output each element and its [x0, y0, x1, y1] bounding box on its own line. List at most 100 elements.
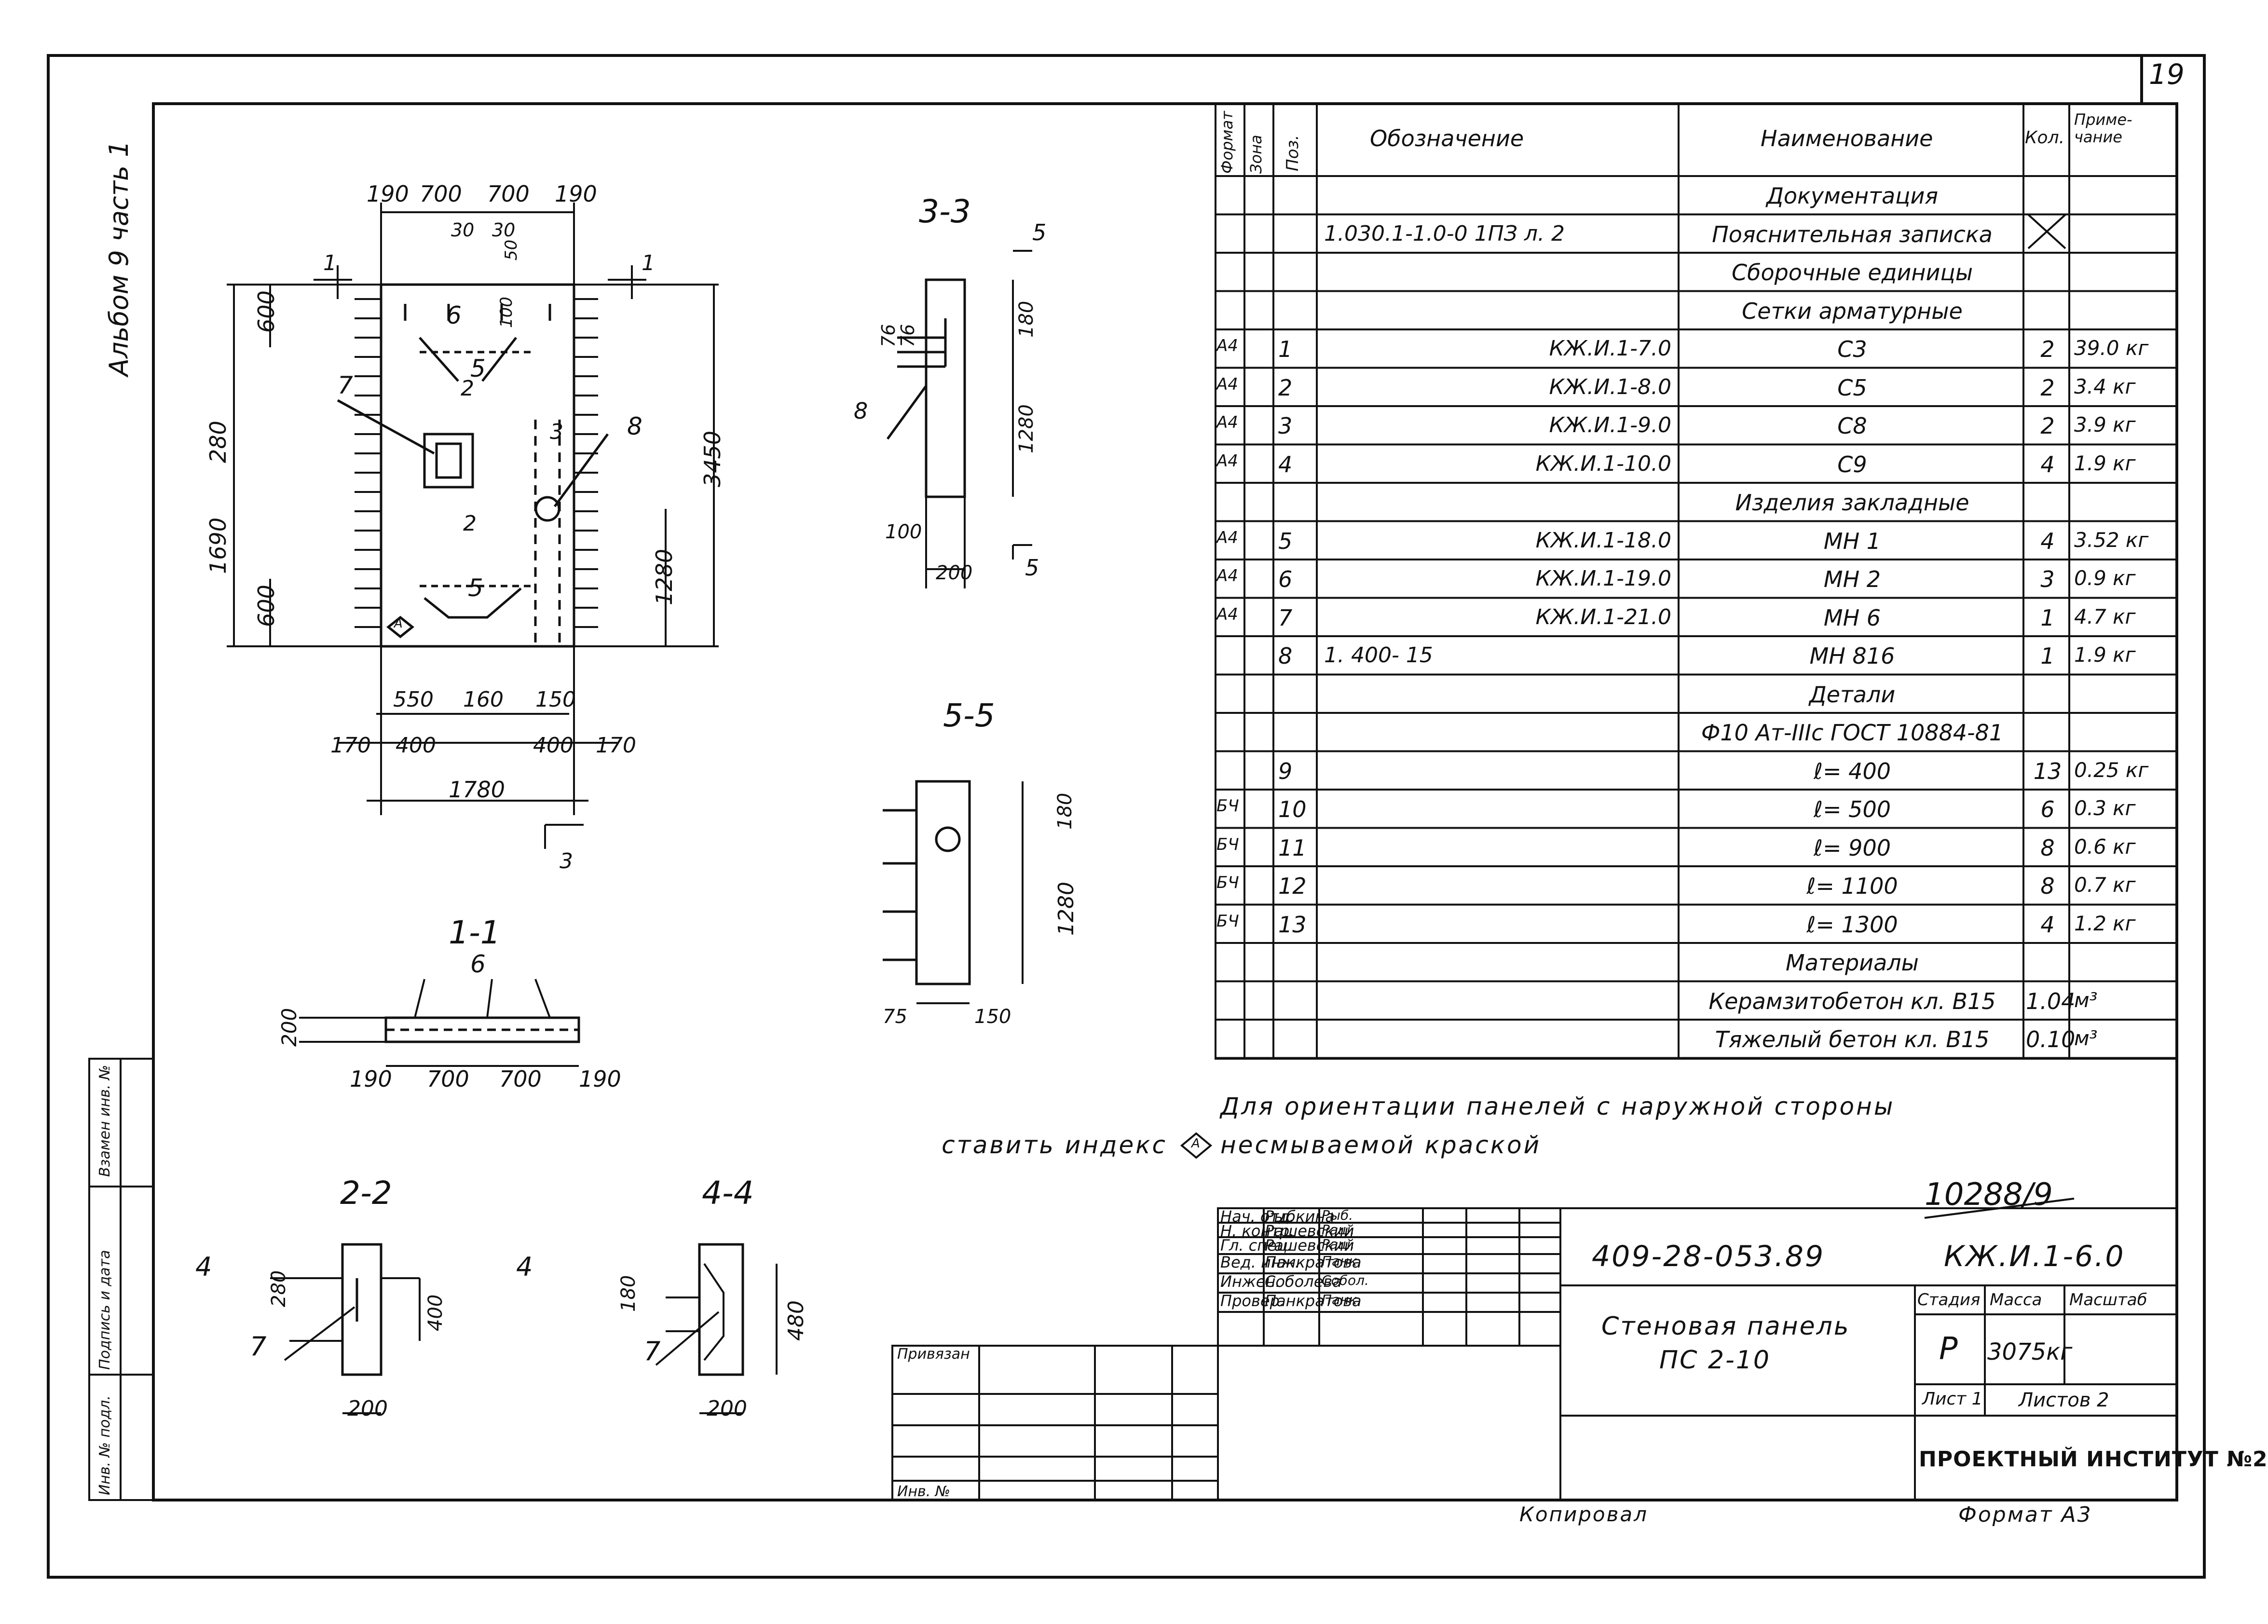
spec-cell-name: Тяжелый бетон кл. В15 [1715, 1026, 1990, 1052]
spec-cell-pos: 5 [1278, 528, 1293, 554]
spec-cell-name: С5 [1837, 374, 1867, 401]
spec-cell-designation: КЖ.И.1-10.0 [1535, 451, 1671, 476]
signature-sign: Раш. [1322, 1236, 1355, 1252]
spec-header-designation: Обозначение [1370, 125, 1524, 151]
spec-cell-designation: КЖ.И.1-7.0 [1549, 336, 1671, 361]
section-1-1-title: 1-1 [449, 914, 501, 951]
spec-cell-note: 0.9 кг [2074, 566, 2136, 590]
spec-cell-qty: 8 [2040, 834, 2055, 861]
spec-cell-name: С9 [1837, 451, 1867, 478]
s33-dim-1280: 1280 [1015, 404, 1038, 453]
section-1-1 [299, 979, 580, 1067]
dim-bottom-170-right: 170 [596, 733, 636, 758]
spec-cell-name: Пояснительная записка [1712, 221, 1993, 247]
signature-name: Рыбкина [1265, 1207, 1335, 1226]
sheet-code: КЖ.И.1-6.0 [1944, 1240, 2125, 1273]
spec-cell-pos: 6 [1278, 566, 1293, 592]
spec-cell-pos: 3 [1278, 413, 1293, 439]
spec-cell-name: МН 2 [1823, 566, 1881, 592]
signature-role: Вед. инж. [1220, 1253, 1300, 1271]
spec-cell-format: А4 [1216, 336, 1238, 355]
spec-cell-qty: 4 [2040, 911, 2055, 938]
footer-format: Формат А3 [1958, 1502, 2092, 1527]
spec-cell-pos: 8 [1278, 643, 1293, 669]
scale-label: Масштаб [2069, 1290, 2147, 1310]
spec-cell-pos: 7 [1278, 604, 1293, 631]
spec-cell-name: ℓ= 1300 [1806, 911, 1898, 938]
s11-dim-190-right: 190 [579, 1066, 621, 1092]
spec-header-pos: Поз. [1283, 135, 1302, 171]
cut-1-left: 1 [323, 251, 337, 275]
spec-cell-format: А4 [1216, 604, 1238, 624]
spec-cell-pos: 13 [1278, 911, 1307, 938]
sheets-label: Листов 2 [2019, 1389, 2109, 1411]
signature-name: Панкратова [1265, 1253, 1362, 1271]
callout-5-top: 5 [470, 355, 486, 382]
spec-cell-qty: 0.10 [2026, 1026, 2076, 1052]
note-line-2-after: несмываемой краской [1220, 1131, 1542, 1159]
spec-cell-qty: 1 [2040, 643, 2055, 669]
spec-cell-name: Керамзитобетон кл. В15 [1708, 988, 1996, 1014]
spec-cell-pos: 2 [1278, 374, 1293, 401]
dim-left-600-top: 600 [253, 290, 279, 333]
section-4-4 [655, 1243, 778, 1414]
spec-cell-qty: 13 [2033, 758, 2062, 784]
spec-header-note: Приме-чание [2074, 110, 2132, 146]
dim-bottom-400-right: 400 [533, 733, 574, 758]
spec-cell-name: Материалы [1786, 950, 1919, 976]
s11-dim-200: 200 [277, 1008, 301, 1047]
spec-cell-note: 3.52 кг [2074, 528, 2149, 552]
spec-cell-name: Ф10 Ат-IIIс ГОСТ 10884-81 [1701, 720, 2004, 746]
dim-top-700-right: 700 [487, 181, 530, 207]
dim-inner-30-a: 30 [451, 219, 475, 241]
s11-dim-700-right: 700 [499, 1066, 542, 1092]
cut-3-bottom: 3 [560, 849, 573, 873]
footer-copied: Копировал [1519, 1502, 1648, 1526]
index-mark-letter: A [394, 616, 403, 631]
spec-cell-name: Изделия закладные [1735, 490, 1969, 516]
dim-left-280: 280 [205, 421, 231, 463]
spec-cell-name: МН 6 [1823, 604, 1881, 631]
privyazan-label: Привязан [897, 1346, 970, 1363]
inventory-number: 10288/9 [1925, 1177, 2053, 1213]
s11-callout-6: 6 [470, 950, 486, 978]
sheet-number: 19 [2149, 58, 2185, 91]
s55-dim-150: 150 [974, 1006, 1011, 1028]
s33-dim-5-bottom: 5 [1025, 555, 1039, 581]
signature-role: Н. контр. [1220, 1222, 1295, 1240]
stage-label: Стадия [1917, 1290, 1981, 1310]
dim-bottom-1780: 1780 [449, 777, 506, 803]
spec-cell-note: 4.7 кг [2074, 604, 2136, 628]
dim-left-600-bottom: 600 [253, 585, 279, 627]
spec-cell-format: А4 [1216, 528, 1238, 547]
signature-sign: Панк. [1322, 1253, 1362, 1269]
spec-cell-designation: КЖ.И.1-19.0 [1535, 566, 1671, 591]
s55-dim-180: 180 [1054, 792, 1076, 830]
spec-cell-pos: 11 [1278, 834, 1307, 861]
callout-5-bottom: 5 [468, 574, 483, 602]
sheet-label: Лист 1 [1922, 1389, 1983, 1409]
spec-cell-note: 0.7 кг [2074, 873, 2136, 897]
dim-bottom-160: 160 [463, 687, 504, 712]
main-elevation [337, 283, 609, 648]
dim-bottom-150: 150 [535, 687, 576, 712]
dim-bottom-400-left: 400 [396, 733, 436, 758]
s33-dim-76b: 76 [897, 324, 918, 347]
binding-label-inventory: Инв. № подл. [96, 1395, 113, 1495]
album-label: Альбом 9 часть 1 [104, 140, 134, 376]
s33-dim-5-top: 5 [1032, 219, 1047, 246]
spec-cell-note: 0.6 кг [2074, 834, 2136, 859]
doc-code: 409-28-053.89 [1592, 1240, 1825, 1273]
s22-dim-400: 400 [424, 1294, 447, 1331]
s44-callout-7: 7 [644, 1336, 661, 1366]
binding-label-replace: Взамен инв. № [96, 1064, 113, 1177]
signature-sign: Панк. [1322, 1292, 1362, 1308]
mass-label: Масса [1990, 1290, 2042, 1310]
signature-role: Гл. спец. [1220, 1236, 1292, 1255]
s33-dim-180: 180 [1015, 300, 1038, 338]
dim-right-1280: 1280 [651, 548, 677, 605]
dim-left-1690: 1690 [205, 517, 231, 574]
spec-cell-qty: 6 [2040, 796, 2055, 822]
signature-name: Соболева [1265, 1272, 1342, 1291]
section-2-2 [270, 1243, 421, 1414]
